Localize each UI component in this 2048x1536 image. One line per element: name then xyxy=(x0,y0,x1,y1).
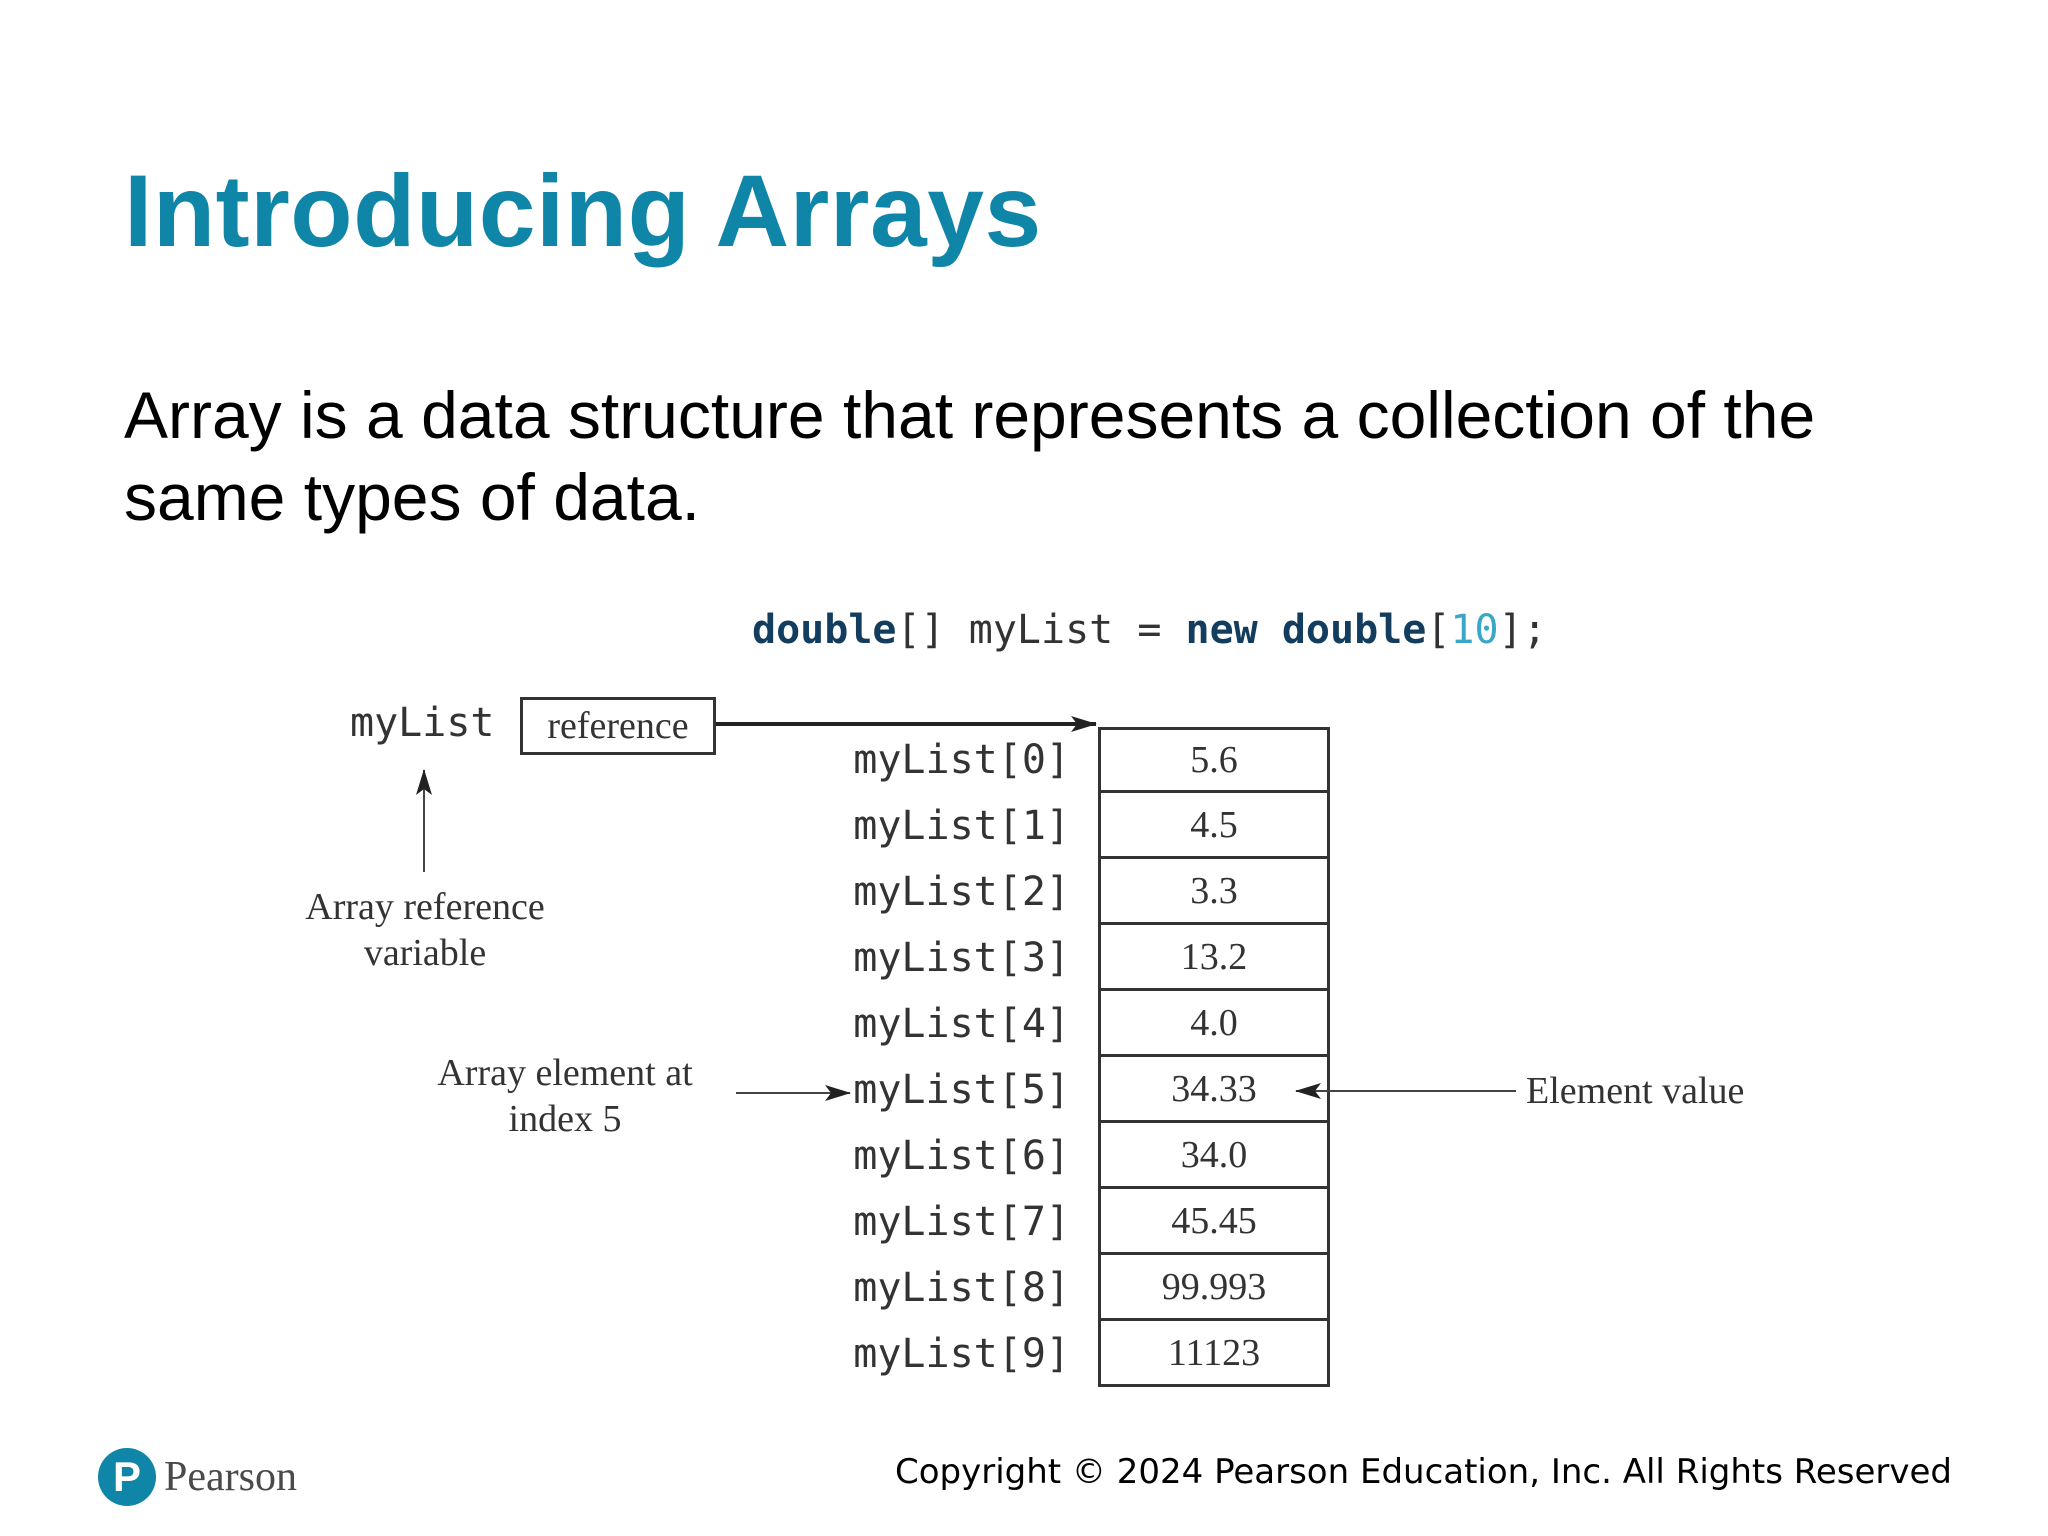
array-element-cell: 13.2 xyxy=(1098,925,1330,991)
array-index-label: myList[4] xyxy=(853,1001,1070,1047)
pearson-logo: P Pearson xyxy=(98,1448,297,1506)
annotation-array-reference-line2: variable xyxy=(363,932,487,974)
pearson-logo-text: Pearson xyxy=(164,1454,297,1500)
array-element-cell: 3.3 xyxy=(1098,859,1330,925)
array-index-label: myList[9] xyxy=(853,1331,1070,1377)
array-element-cell: 45.45 xyxy=(1098,1189,1330,1255)
annotation-element-value: Element value xyxy=(1526,1070,1745,1112)
code-keyword-double-2: double xyxy=(1281,607,1427,653)
annotation-array-element: Array element at index 5 xyxy=(400,1050,730,1142)
array-index-label: myList[3] xyxy=(853,935,1070,981)
slide-title: Introducing Arrays xyxy=(124,154,1042,268)
array-element-cell: 11123 xyxy=(1098,1321,1330,1387)
array-element-cell: 4.0 xyxy=(1098,991,1330,1057)
code-array-size: 10 xyxy=(1450,607,1499,653)
array-element-cell: 99.993 xyxy=(1098,1255,1330,1321)
array-index-label: myList[5] xyxy=(853,1067,1070,1113)
array-index-label: myList[6] xyxy=(853,1133,1070,1179)
reference-box: reference xyxy=(520,697,716,755)
code-declaration: [] myList = xyxy=(896,607,1186,653)
copyright-notice: Copyright © 2024 Pearson Education, Inc.… xyxy=(894,1452,1952,1492)
annotation-array-reference: Array reference variable xyxy=(270,884,580,976)
code-open-bracket: [ xyxy=(1426,607,1451,653)
array-index-label: myList[1] xyxy=(853,803,1070,849)
array-element-cell: 4.5 xyxy=(1098,793,1330,859)
code-close: ]; xyxy=(1498,607,1547,653)
array-declaration-code: double[] myList = new double[10]; xyxy=(752,610,1547,650)
array-index-label: myList[7] xyxy=(853,1199,1070,1245)
annotation-array-reference-line1: Array reference xyxy=(305,886,545,928)
pearson-logo-mark: P xyxy=(98,1448,156,1506)
reference-variable-name: myList xyxy=(350,700,495,746)
array-index-label: myList[0] xyxy=(853,737,1070,783)
annotation-array-element-line2: index 5 xyxy=(508,1098,622,1140)
array-index-label: myList[8] xyxy=(853,1265,1070,1311)
annotation-array-element-line1: Array element at xyxy=(437,1052,693,1094)
slide-body-text: Array is a data structure that represent… xyxy=(124,378,1816,534)
array-element-cell: 34.0 xyxy=(1098,1123,1330,1189)
array-index-label: myList[2] xyxy=(853,869,1070,915)
code-keyword-double: double xyxy=(752,607,897,653)
array-element-cell: 5.6 xyxy=(1098,727,1330,793)
code-keyword-new: new xyxy=(1185,607,1258,653)
